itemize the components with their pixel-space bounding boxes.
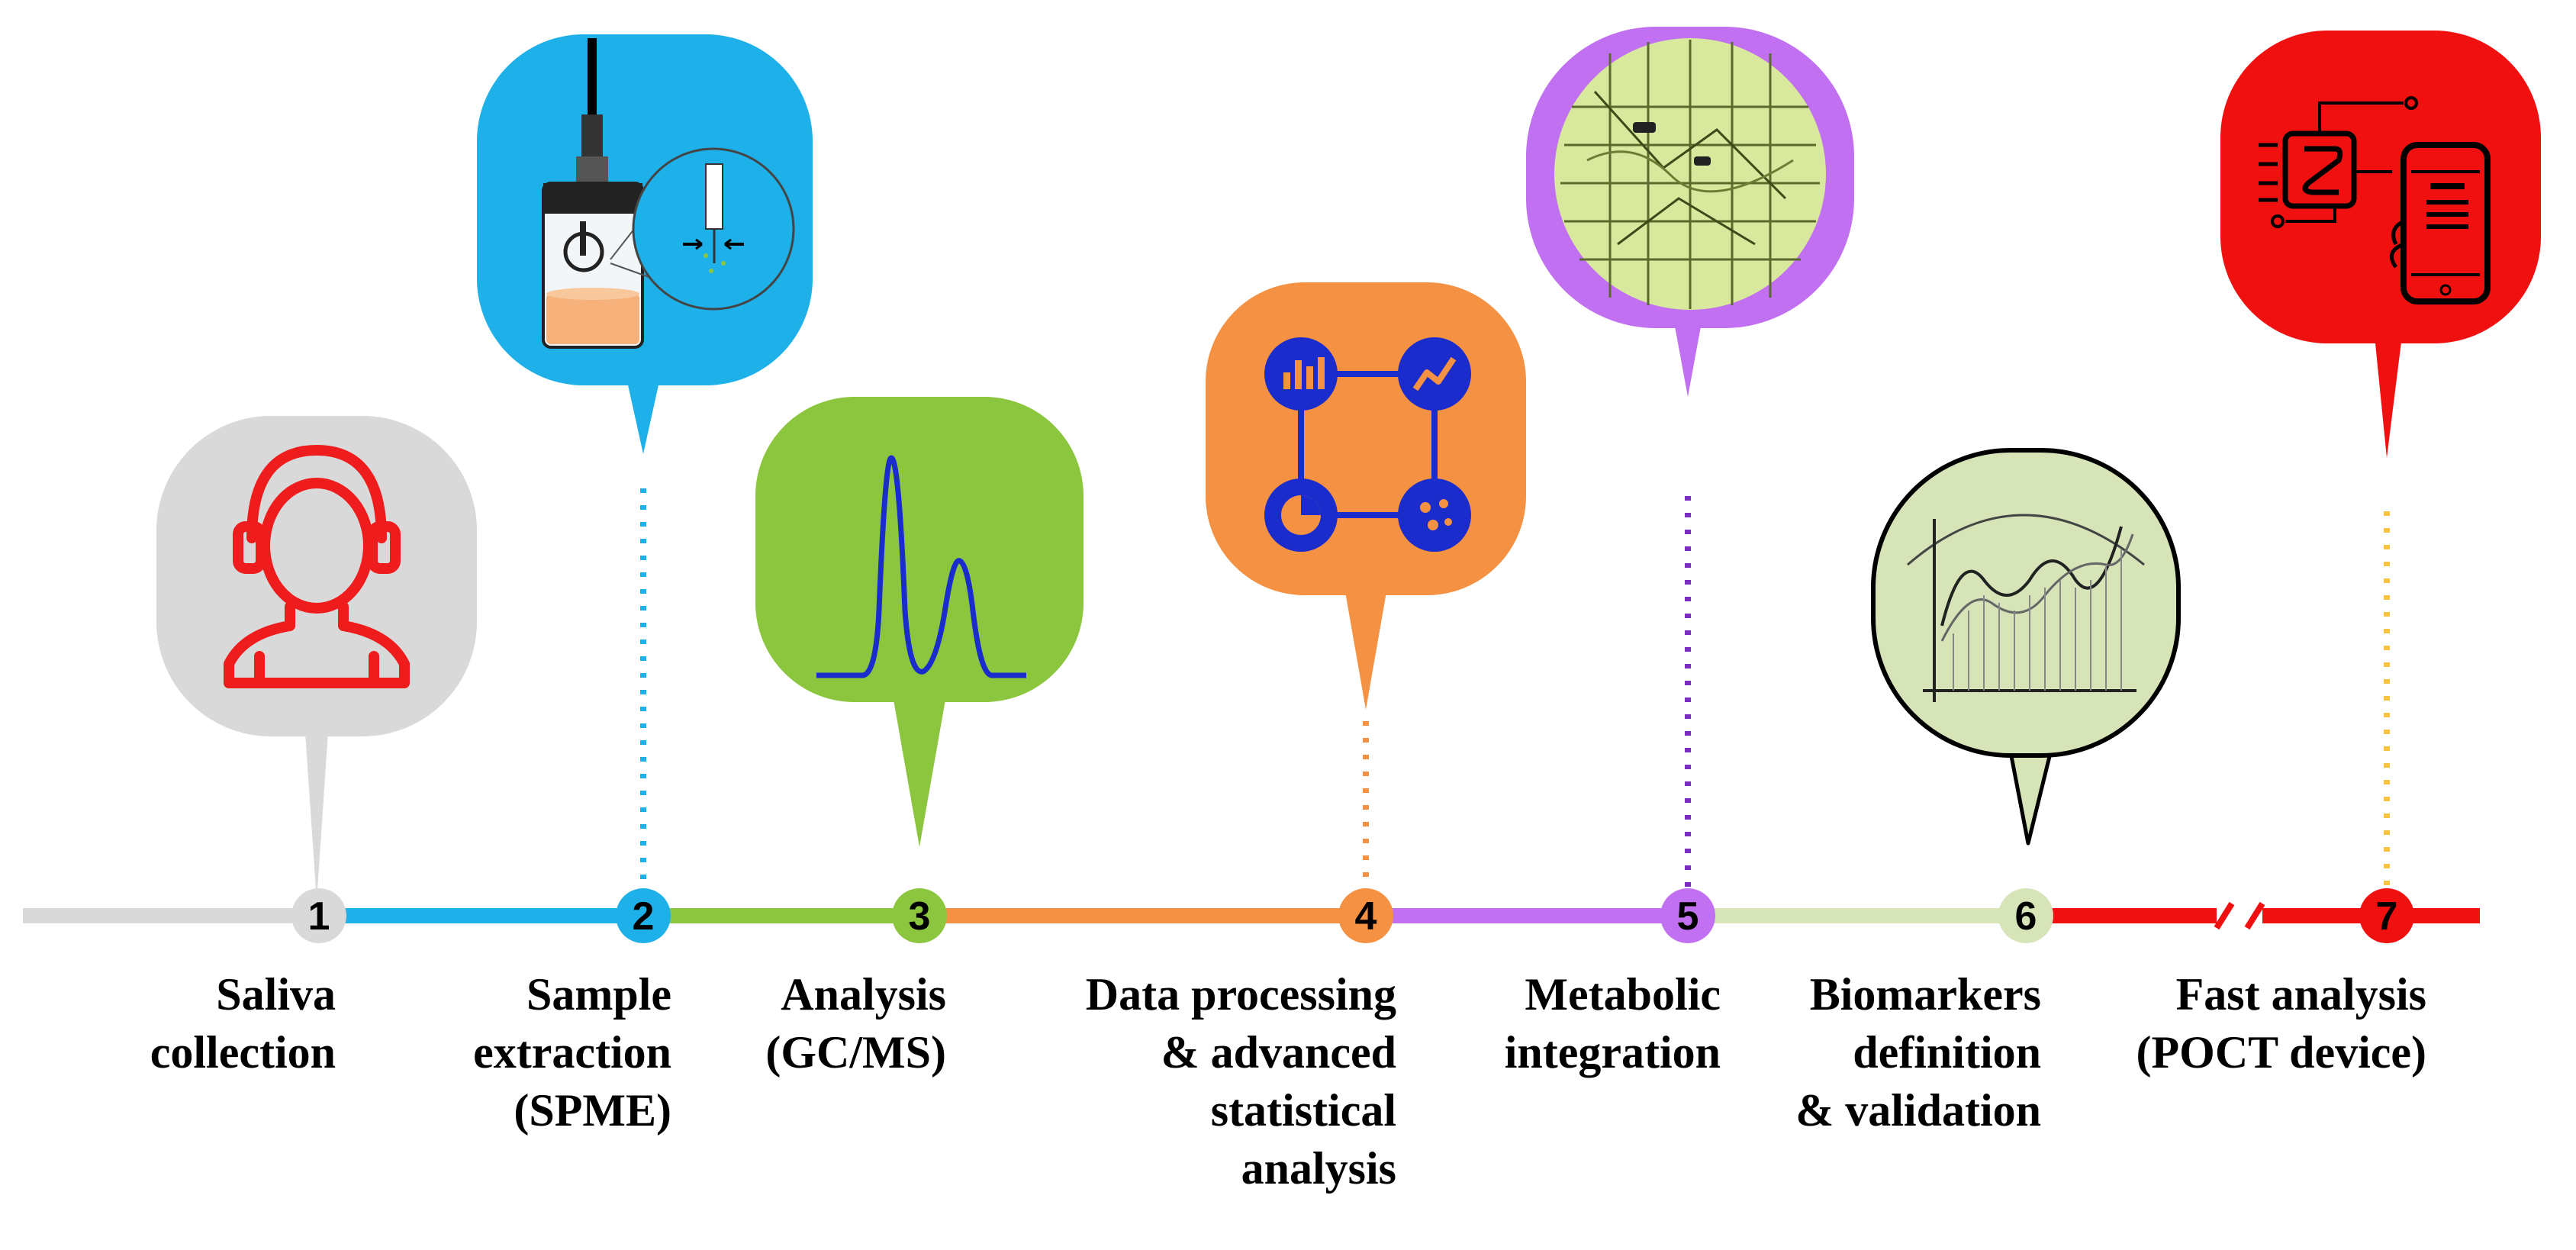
timeline-break-mark: [2214, 901, 2235, 930]
bubble-6: [1871, 448, 2181, 758]
bubble-5: [1526, 27, 1854, 328]
bubble-tail-2: [627, 382, 659, 454]
connectors: [305, 298, 2402, 900]
timeline-break-mark: [2244, 901, 2265, 930]
chip-smartphone-icon: [2259, 96, 2491, 304]
bubble-7: [2220, 31, 2541, 343]
person-icon: [224, 445, 410, 688]
bubble-4: [1206, 282, 1526, 595]
step-marker-1: 1: [291, 888, 346, 943]
bubble-tail-1: [305, 733, 328, 900]
step-number-6: 6: [2015, 894, 2037, 939]
step-marker-3: 3: [892, 888, 947, 943]
step-label-4: Data processing & advanced statistical a…: [1085, 969, 1396, 1194]
step-label-2: Sample extraction (SPME): [473, 969, 671, 1136]
bubble-1: [156, 416, 477, 736]
step-number-4: 4: [1355, 894, 1377, 939]
step-marker-2: 2: [616, 888, 671, 943]
step-marker-7: 7: [2359, 888, 2414, 943]
step-marker-6: 6: [1998, 888, 2053, 943]
metabolic-map-icon: [1560, 40, 1820, 309]
step-label-5: Metabolic integration: [1504, 969, 1721, 1078]
step-label-3: Analysis (GC/MS): [765, 969, 946, 1078]
bubble-tail-3: [891, 687, 948, 847]
step-number-5: 5: [1677, 894, 1699, 939]
step-markers: 1 2 3 4 5 6 7: [291, 888, 2414, 943]
bubble-3: [755, 397, 1084, 702]
spme-fiber-vial-icon: [542, 38, 795, 349]
step-number-3: 3: [909, 894, 931, 939]
step-label-6: Biomarkers definition & validation: [1795, 969, 2041, 1136]
bubble-tail-7: [2375, 336, 2402, 458]
data-charts-network-icon: [1264, 337, 1471, 552]
step-number-7: 7: [2376, 894, 2398, 939]
bubble-tail-4: [1344, 588, 1387, 710]
bubble-tail-6: [2006, 739, 2055, 846]
step-marker-4: 4: [1338, 888, 1393, 943]
step-marker-5: 5: [1660, 888, 1715, 943]
step-number-2: 2: [633, 894, 655, 939]
biomarker-chart-icon: [1907, 514, 2145, 702]
step-number-1: 1: [308, 894, 330, 939]
bubble-2: [477, 34, 813, 385]
timeline: [23, 901, 2480, 930]
step-label-1: Saliva collection: [150, 969, 336, 1078]
step-label-7: Fast analysis (POCT device): [2136, 969, 2426, 1078]
chromatogram-peaks-icon: [816, 455, 1026, 678]
